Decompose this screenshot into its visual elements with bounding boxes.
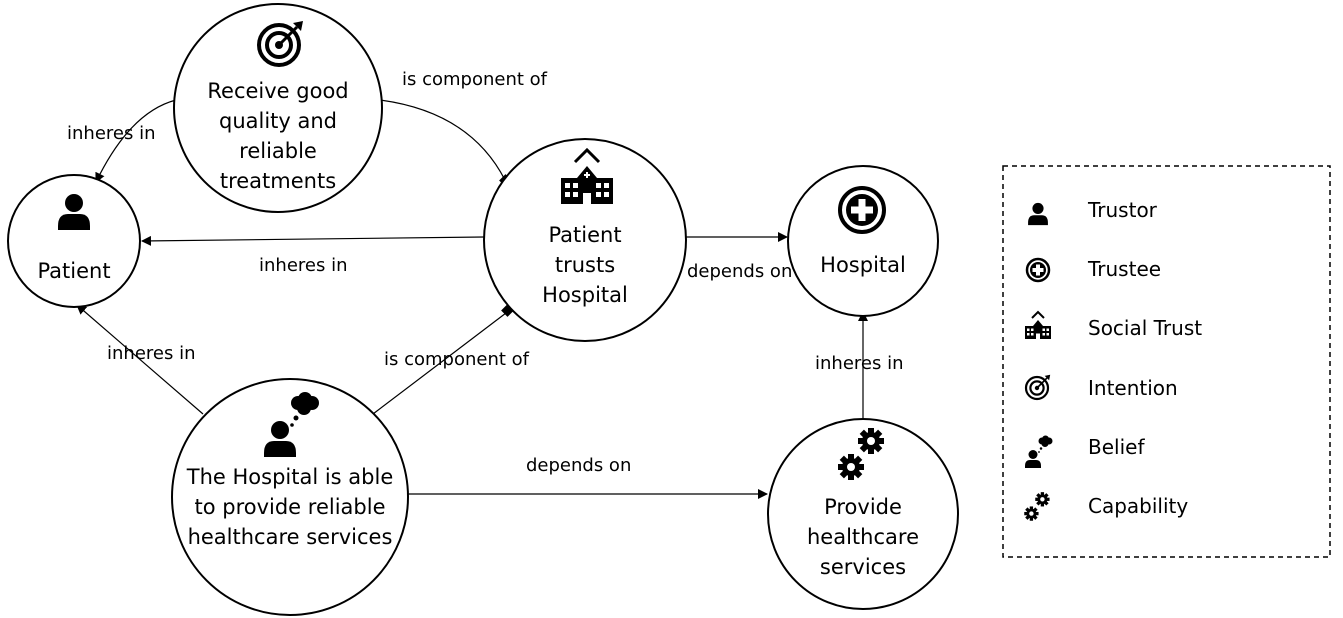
edge-belief-patient: [76, 304, 204, 415]
node-hospital-label: Hospital: [820, 253, 906, 277]
target-icon: [257, 21, 303, 67]
edge-label-belief-patient: inheres in: [107, 343, 196, 364]
legend-label-capability: Capability: [1088, 494, 1189, 518]
legend-label-social-trust: Social Trust: [1088, 316, 1203, 340]
legend-belief-icon: [1025, 435, 1053, 468]
node-capability-circle: [767, 418, 959, 610]
social-trust-icon: [1025, 310, 1051, 339]
node-belief-circle: [171, 378, 409, 616]
edge-label-trust-patient: inheres in: [259, 255, 348, 276]
intention-icon: [1024, 374, 1051, 401]
edge-belief-trust: [372, 312, 507, 415]
trustee-icon: [1025, 257, 1051, 283]
legend-label-trustor: Trustor: [1088, 198, 1157, 222]
edge-trust-patient: [141, 235, 485, 246]
edge-label-intention-trust: is component of: [402, 69, 548, 90]
edge-label-intention-patient: inheres in: [67, 123, 156, 144]
edge-label-belief-trust: is component of: [384, 349, 530, 370]
legend-label-belief: Belief: [1088, 435, 1145, 459]
legend-box: [1002, 165, 1331, 558]
edge-label-capability-hospital: inheres in: [815, 353, 904, 374]
edge-intention-trust: [379, 99, 506, 181]
edge-label-belief-capability: depends on: [526, 455, 632, 476]
legend-label-intention: Intention: [1088, 376, 1178, 400]
node-social-trust-circle: [483, 138, 687, 342]
edge-intention-patient: [95, 99, 177, 183]
belief-icon: [264, 392, 319, 457]
edge-label-trust-hospital: depends on: [687, 261, 793, 282]
trustor-icon: [1028, 202, 1048, 226]
hospital-cross-icon: [838, 186, 886, 234]
node-patient-label: Patient: [37, 259, 111, 283]
hospital-building-icon: [561, 147, 613, 204]
capability-icon: [1024, 492, 1050, 521]
node-patient-circle: [7, 174, 141, 308]
node-intention-circle: [173, 3, 383, 213]
legend-label-trustee: Trustee: [1088, 257, 1162, 281]
node-hospital-circle: [787, 165, 939, 317]
